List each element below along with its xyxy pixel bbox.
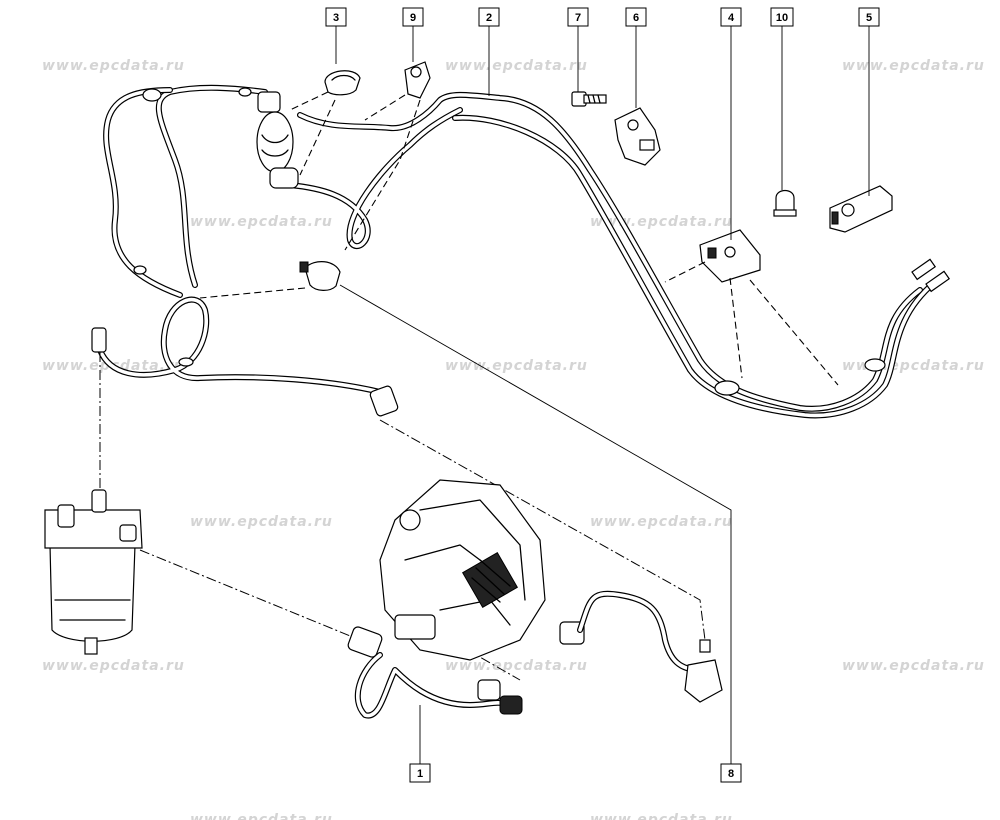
callout-label: 9 (410, 12, 416, 24)
pipe-clip-icon (324, 70, 361, 96)
callout-leaders (335, 26, 870, 764)
callout-10[interactable]: 10 (770, 7, 794, 27)
callout-label: 2 (486, 12, 492, 24)
pipe-connector-icon (91, 327, 107, 353)
small-clip-icon (773, 189, 797, 217)
priming-bulb-icon (256, 91, 299, 189)
hose-clamp-icon (299, 261, 341, 291)
bolt-icon (571, 91, 607, 107)
callout-label: 3 (333, 12, 339, 24)
callout-label: 7 (575, 12, 581, 24)
watermark-text: www.epcdata.ru (842, 358, 985, 374)
return-hose-icon (577, 590, 723, 703)
fuel-pipe-harness (91, 84, 951, 419)
fuel-hose-icon (347, 626, 523, 719)
callout-label: 5 (866, 12, 872, 24)
fuel-filter-icon (44, 489, 143, 655)
callout-7[interactable]: 7 (567, 7, 589, 27)
callout-6[interactable]: 6 (625, 7, 647, 27)
watermark-text: www.epcdata.ru (842, 658, 985, 674)
assembly-arrows (99, 91, 839, 681)
watermark-text: www.epcdata.ru (190, 214, 333, 230)
watermark-text: www.epcdata.ru (190, 514, 333, 530)
callout-8[interactable]: 8 (720, 763, 742, 783)
callout-label: 8 (728, 768, 734, 780)
watermark-text: www.epcdata.ru (445, 658, 588, 674)
callout-3[interactable]: 3 (325, 7, 347, 27)
callout-label: 4 (728, 12, 735, 24)
fuel-pump-icon (379, 479, 585, 661)
callout-label: 10 (776, 12, 788, 24)
watermark-text: www.epcdata.ru (445, 358, 588, 374)
watermark-text: www.epcdata.ru (590, 514, 733, 530)
callout-5[interactable]: 5 (858, 7, 880, 27)
watermark-text: www.epcdata.ru (590, 812, 733, 820)
callout-4[interactable]: 4 (720, 7, 742, 27)
watermark-text: www.epcdata.ru (190, 812, 333, 820)
watermark-text: www.epcdata.ru (445, 58, 588, 74)
pipe-holder-icon (699, 229, 761, 283)
callout-2[interactable]: 2 (478, 7, 500, 27)
watermark-text: www.epcdata.ru (42, 58, 185, 74)
callout-label: 6 (633, 12, 639, 24)
watermark-text: www.epcdata.ru (42, 658, 185, 674)
pipe-connector-icon (369, 385, 399, 417)
double-clip-icon (404, 61, 431, 99)
watermark-text: www.epcdata.ru (842, 58, 985, 74)
bracket-icon (614, 107, 661, 166)
callout-label: 1 (417, 768, 423, 780)
callout-1[interactable]: 1 (409, 763, 431, 783)
multi-clip-icon (829, 185, 893, 233)
callout-9[interactable]: 9 (402, 7, 424, 27)
